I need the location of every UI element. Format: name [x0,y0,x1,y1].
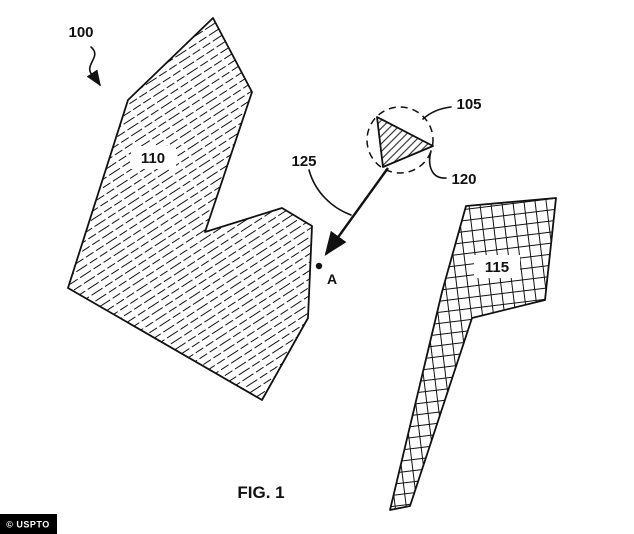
label-105: 105 [456,96,481,113]
label-125: 125 [291,153,316,170]
leader-105 [422,106,452,120]
arrow-125 [324,167,389,256]
uspto-watermark-text: © USPTO [6,520,49,530]
label-115-background [474,255,520,278]
detail-circle-105 [366,106,434,174]
leader-120 [428,150,447,179]
leader-125 [308,169,352,216]
point-a-marker [315,262,323,270]
label-110-background [131,146,176,169]
triangle-120 [376,116,434,168]
label-110: 110 [141,150,165,167]
figure-caption: FIG. 1 [237,483,284,502]
label-120: 120 [451,171,476,188]
leader-arrow-100 [86,46,101,87]
uspto-watermark [0,514,57,534]
hatched-region-110 [67,17,313,401]
label-100: 100 [68,24,93,41]
label-115: 115 [485,259,509,276]
label-point-a: A [327,271,337,287]
